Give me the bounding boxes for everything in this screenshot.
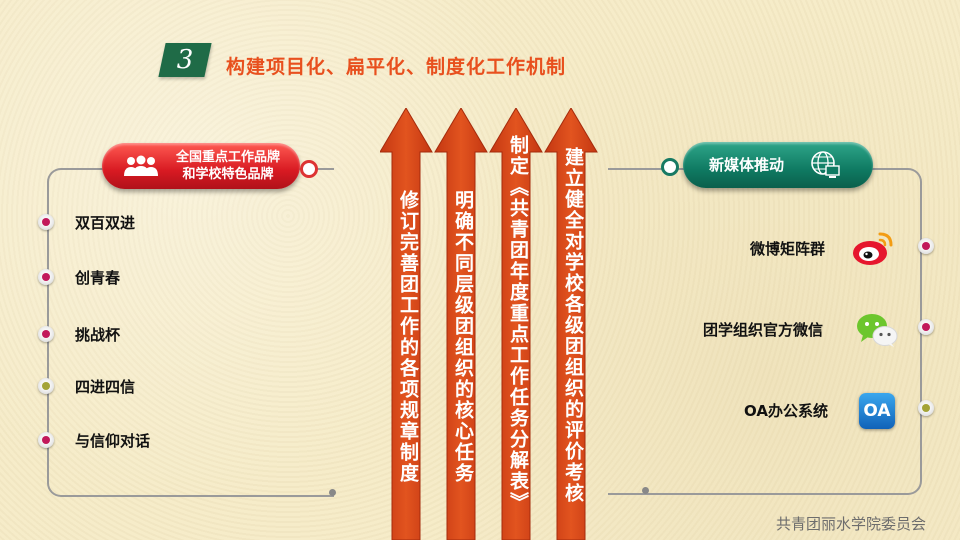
brand-pill-line1: 全国重点工作品牌	[175, 150, 280, 165]
globe-computer-icon	[811, 151, 840, 178]
list-bullet	[38, 214, 54, 230]
wechat-icon	[857, 314, 898, 347]
list-item: 四进四信	[75, 378, 136, 396]
arrow-1	[380, 108, 433, 540]
weibo-icon	[853, 232, 893, 265]
brand-pill-line2: 和学校特色品牌	[182, 167, 274, 182]
brand-pill: 全国重点工作品牌 和学校特色品牌	[102, 143, 300, 189]
list-bullet	[38, 269, 54, 285]
list-item: 微博矩阵群	[750, 240, 826, 258]
list-bullet	[38, 378, 54, 394]
arrow-4-text: 建立健全对学校各级团组织的评价考核	[562, 147, 584, 504]
arrow-group	[380, 108, 598, 540]
list-bullet	[38, 432, 54, 448]
list-item: 挑战杯	[75, 326, 121, 344]
page-title: 构建项目化、扁平化、制度化工作机制	[226, 56, 567, 78]
arrow-4	[544, 108, 598, 540]
list-item: 团学组织官方微信	[703, 321, 824, 339]
list-bullet	[918, 319, 934, 335]
arrow-2	[434, 108, 488, 540]
left-bracket-end-dot	[329, 489, 336, 496]
list-item: 双百双进	[75, 214, 136, 232]
footer-organization: 共青团丽水学院委员会	[776, 515, 927, 533]
people-icon	[124, 155, 158, 176]
section-number: 3	[176, 45, 194, 75]
arrow-3	[489, 108, 543, 540]
list-item: 创青春	[75, 269, 121, 287]
oa-icon: OA	[859, 393, 895, 429]
right-bracket-end-dot	[642, 487, 649, 494]
brand-pill-label: 全国重点工作品牌 和学校特色品牌	[158, 149, 298, 183]
media-pill: 新媒体推动	[683, 142, 873, 188]
list-bullet	[918, 238, 934, 254]
list-item: 与信仰对话	[75, 432, 151, 450]
media-pill-label: 新媒体推动	[709, 156, 785, 174]
arrow-2-text: 明确不同层级团组织的核心任务	[452, 190, 474, 484]
list-bullet	[918, 400, 934, 416]
list-bullet	[38, 326, 54, 342]
arrow-3-text: 制定《共青团年度重点工作任务分解表》	[507, 135, 529, 513]
media-pill-connector	[661, 158, 679, 176]
arrow-1-text: 修订完善团工作的各项规章制度	[397, 190, 419, 484]
brand-pill-connector	[300, 160, 318, 178]
list-item: OA办公系统	[744, 402, 828, 420]
